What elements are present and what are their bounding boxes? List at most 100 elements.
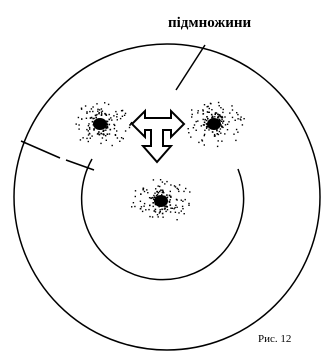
cluster-dot — [188, 205, 189, 206]
cluster-dot — [158, 196, 159, 197]
cluster-dot — [86, 129, 87, 130]
cluster-dot — [166, 194, 168, 196]
cluster-dot — [88, 134, 89, 135]
cluster-dot — [101, 113, 102, 114]
cluster-dot — [135, 196, 136, 197]
cluster-dot — [86, 138, 87, 139]
cluster-dot — [109, 133, 110, 134]
cluster-dot — [160, 179, 161, 180]
cluster-dot — [78, 128, 79, 129]
cluster-dot — [219, 131, 220, 132]
cluster-dot — [202, 113, 203, 114]
cluster-dot — [134, 206, 135, 207]
cluster-dot — [240, 116, 241, 117]
cluster-dot — [170, 199, 171, 200]
cluster-dot — [82, 137, 83, 138]
cluster-dot — [219, 114, 221, 116]
cluster-dot — [224, 133, 225, 134]
cluster-dot — [121, 110, 122, 111]
cluster-dot — [99, 134, 101, 136]
cluster-dot — [152, 197, 154, 199]
cluster-dot — [207, 112, 208, 113]
cluster-dot — [110, 117, 111, 118]
cluster-dot — [96, 103, 97, 104]
cluster-dot — [204, 130, 205, 131]
cluster-dot — [203, 119, 204, 120]
cluster-dot — [131, 206, 132, 207]
cluster-dot — [237, 132, 238, 133]
cluster-dot — [91, 135, 92, 136]
cluster-dot — [158, 185, 159, 186]
cluster-dot — [152, 216, 153, 217]
cluster-dot — [114, 128, 115, 129]
cluster-dot — [86, 111, 87, 112]
cluster-dot — [153, 206, 154, 207]
cluster-dot — [190, 136, 191, 137]
cluster-dot — [176, 199, 177, 200]
cluster-dot — [197, 112, 198, 113]
cluster-dot — [243, 118, 244, 119]
cluster-dot — [93, 128, 95, 130]
cluster-dot — [150, 198, 152, 200]
cluster-dot — [149, 197, 150, 198]
cluster-dot — [210, 103, 211, 104]
cluster-dot — [185, 199, 186, 200]
cluster-dot — [109, 119, 111, 121]
cluster-dot — [204, 119, 206, 121]
cluster-dot — [206, 120, 207, 121]
cluster-dot — [170, 191, 171, 192]
cluster-dot — [223, 109, 224, 110]
cluster-dot — [220, 116, 222, 118]
cluster-dot — [192, 114, 193, 115]
point-cluster-bottom — [131, 179, 191, 220]
cluster-dot — [224, 116, 225, 117]
cluster-dot — [88, 130, 89, 131]
cluster-dot — [120, 118, 121, 119]
cluster-dot — [133, 202, 134, 203]
cluster-dot — [117, 137, 118, 138]
cluster-dot — [232, 117, 233, 118]
cluster-dot — [121, 137, 122, 138]
cluster-dot — [167, 197, 169, 199]
cluster-dot — [177, 188, 178, 189]
cluster-dot — [146, 189, 147, 190]
cluster-dot — [135, 190, 136, 191]
cluster-dot — [196, 130, 197, 131]
cluster-dot — [86, 118, 87, 119]
cluster-dot — [219, 105, 220, 106]
cluster-dot — [110, 129, 112, 131]
cluster-dot — [179, 184, 180, 185]
cluster-dot — [156, 195, 157, 196]
cluster-dot — [218, 116, 220, 118]
cluster-dot — [89, 111, 90, 112]
cluster-dot — [240, 119, 241, 120]
cluster-dot — [99, 109, 100, 110]
cluster-dot — [198, 142, 199, 143]
cluster-dot — [76, 123, 77, 124]
inner-arc — [82, 159, 244, 280]
cluster-dot — [185, 188, 186, 189]
cluster-dot — [162, 213, 164, 215]
cluster-dot — [153, 179, 154, 180]
cluster-dot — [153, 195, 154, 196]
cluster-dot — [154, 196, 156, 198]
cluster-dot — [189, 191, 190, 192]
cluster-dot — [117, 119, 118, 120]
cluster-dot — [105, 130, 106, 131]
cluster-dot — [207, 124, 209, 126]
cluster-dot — [203, 124, 205, 126]
cluster-dot — [88, 125, 89, 126]
cluster-dot — [175, 205, 176, 206]
cluster-dot — [81, 118, 82, 119]
cluster-dot — [220, 133, 221, 134]
cluster-dot — [170, 196, 172, 198]
cluster-dot — [164, 183, 165, 184]
cluster-dot — [188, 128, 189, 129]
cluster-dot — [215, 112, 217, 114]
point-cluster-left — [76, 102, 133, 146]
cluster-dot — [181, 200, 182, 201]
cluster-dot — [104, 102, 105, 103]
cluster-dot — [152, 202, 154, 204]
cluster-dot — [209, 108, 210, 109]
